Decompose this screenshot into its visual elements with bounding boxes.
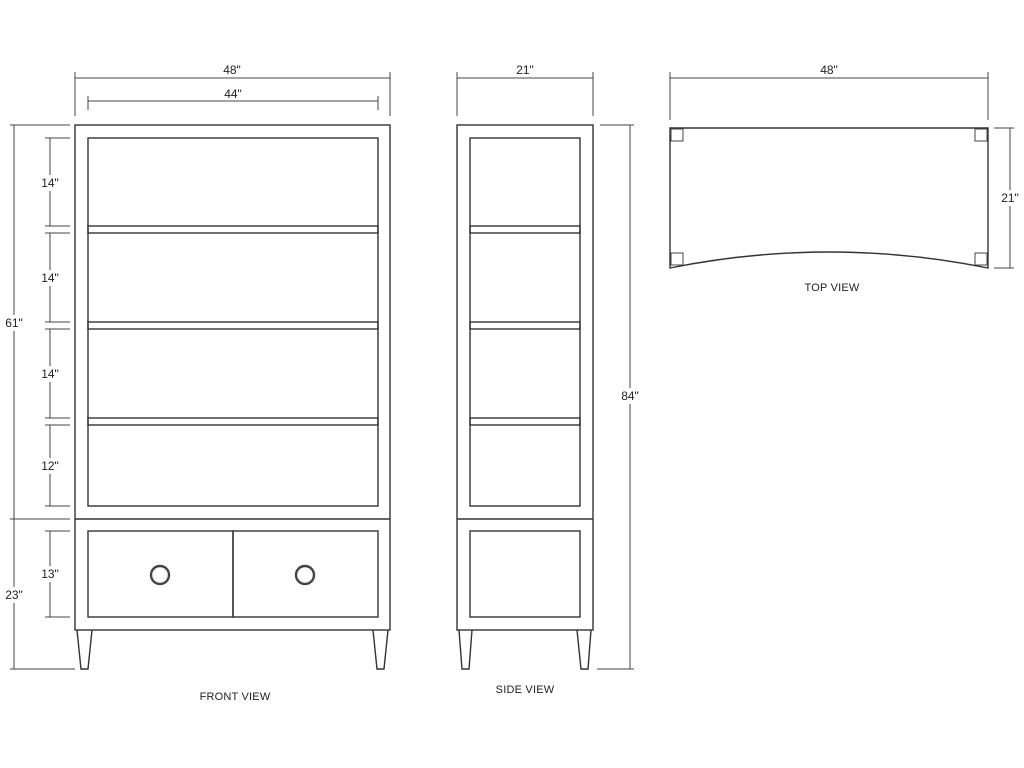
front-shelf-3 xyxy=(87,417,379,426)
front-shelf-4-height-label: 12" xyxy=(41,459,59,473)
top-depth-dimension: 21" xyxy=(994,127,1022,269)
front-upper-height-label: 61" xyxy=(5,316,23,330)
front-drawer-height-label: 13" xyxy=(41,567,59,581)
front-lower-height-label: 23" xyxy=(5,588,23,602)
top-depth-label: 21" xyxy=(1001,191,1019,205)
front-overall-width-label: 48" xyxy=(223,63,241,77)
front-outer-height-dimensions: 61" 23" xyxy=(1,124,75,670)
front-inner-width-dimension: 44" xyxy=(87,87,379,110)
front-shelf-2-height-label: 14" xyxy=(41,271,59,285)
side-view: 21" 84" SIDE VIEW xyxy=(456,63,644,696)
front-view-label: FRONT VIEW xyxy=(200,691,271,703)
top-corner-post-back-left xyxy=(670,252,684,266)
side-depth-label: 21" xyxy=(516,63,534,77)
side-shelf-3 xyxy=(469,417,581,426)
front-shelf-1 xyxy=(87,225,379,234)
side-carcass xyxy=(456,124,594,670)
front-drawer-left xyxy=(87,530,234,618)
side-height-label: 84" xyxy=(621,389,639,403)
front-shelf-3-height-label: 14" xyxy=(41,367,59,381)
side-height-dimension: 84" xyxy=(597,124,644,670)
front-view: 48" 44" xyxy=(1,63,391,703)
top-view-label: TOP VIEW xyxy=(805,282,860,294)
top-view: 48" 21" TOP VIEW xyxy=(669,63,1022,294)
drawer-ring-pull-left xyxy=(149,564,171,586)
side-shelf-1 xyxy=(469,225,581,234)
front-carcass xyxy=(74,124,391,670)
side-leg-back xyxy=(576,629,592,670)
front-drawer-right xyxy=(232,530,379,618)
top-outline xyxy=(669,127,989,269)
drawer-ring-pull-right xyxy=(294,564,316,586)
front-shelf-height-dimensions: 14" 14" 14" 12" 13" xyxy=(36,137,70,618)
front-leg-right xyxy=(372,629,389,670)
side-view-label: SIDE VIEW xyxy=(496,684,555,696)
top-corner-post-back-right xyxy=(974,252,988,266)
side-depth-dimension: 21" xyxy=(456,63,594,116)
top-width-label: 48" xyxy=(820,63,838,77)
side-shelf-2 xyxy=(469,321,581,330)
side-leg-front xyxy=(458,629,473,670)
top-corner-post-front-right xyxy=(974,128,988,142)
front-overall-width-dimension: 48" xyxy=(74,63,391,116)
side-drawer-panel xyxy=(469,530,581,618)
front-shelf-2 xyxy=(87,321,379,330)
front-leg-left xyxy=(76,629,93,670)
front-inner-width-label: 44" xyxy=(224,87,242,101)
top-width-dimension: 48" xyxy=(669,63,989,120)
top-corner-post-front-left xyxy=(670,128,684,142)
front-shelf-1-height-label: 14" xyxy=(41,176,59,190)
